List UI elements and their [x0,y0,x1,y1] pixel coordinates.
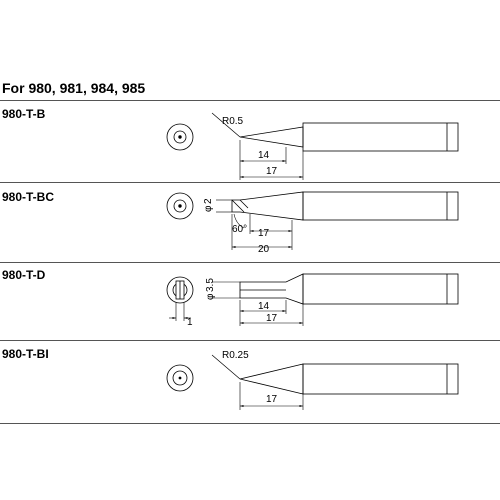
side-view-980-t-b [239,122,459,152]
diameter-label: 3.5 [205,278,216,292]
page-title: For 980, 981, 984, 985 [2,80,146,96]
side-view-980-t-bi [239,363,459,395]
section-divider [0,340,500,341]
angle-arc [233,213,245,229]
diameter-symbol: φ [205,293,216,300]
dimension-label: 17 [266,166,278,177]
model-label-980-t-b: 980-T-B [2,107,46,121]
dimension-label: 20 [258,244,270,255]
section-divider [0,182,500,183]
dimension-lines [239,140,304,180]
dimension-lines [239,382,304,410]
section-divider [0,100,500,101]
dimension-lines [239,300,304,326]
end-view-980-t-d [166,276,194,304]
dimension-label: 14 [258,301,270,312]
model-label-980-t-bi: 980-T-BI [2,347,49,361]
dimension-label: 17 [258,228,270,239]
tip-980-t-d-drawing: 1 φ 3.5 14 17 [166,273,459,328]
diameter-dimension [212,281,240,299]
radius-leader [211,112,241,138]
end-view-980-t-bi [166,364,194,392]
tip-980-t-bi-drawing: R0.25 17 [166,350,459,410]
end-view-980-t-bc [166,192,194,220]
model-label-980-t-d: 980-T-D [2,268,46,282]
section-divider [0,423,500,424]
dimension-lines [231,214,293,250]
diameter-dimension [216,199,232,213]
side-view-980-t-bc [231,191,459,221]
angle-label: 60° [232,224,247,235]
side-view-980-t-d [239,273,459,305]
thickness-label: 1 [187,317,193,328]
tip-980-t-b-drawing: R0.5 14 17 [166,112,459,180]
diameter-label: 2 [203,198,214,204]
thickness-dimension [169,303,191,321]
dimension-label: 14 [258,150,270,161]
diameter-symbol: φ [203,205,214,212]
model-label-980-t-bc: 980-T-BC [2,190,55,204]
radius-label: R0.25 [222,350,249,361]
radius-label: R0.5 [222,116,244,127]
tip-980-t-bc-drawing: φ 2 60° 17 20 [166,191,459,255]
section-divider [0,262,500,263]
end-view-980-t-b [166,123,194,151]
dimension-label: 17 [266,313,278,324]
radius-leader [211,354,241,380]
dimension-label: 17 [266,394,278,405]
